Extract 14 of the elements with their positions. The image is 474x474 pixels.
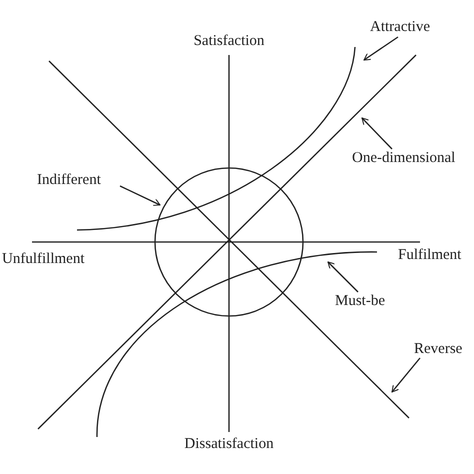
leader-arrow: [328, 262, 358, 292]
axis-label: Dissatisfaction: [184, 435, 274, 453]
leader-arrow: [120, 185, 160, 206]
axis-label: Satisfaction: [194, 32, 264, 50]
axis-label: Unfulfillment: [2, 250, 84, 268]
axis-label: Fulfilment: [398, 246, 462, 264]
category-label: One-dimensional: [352, 149, 456, 167]
category-label: Indifferent: [37, 171, 101, 189]
category-label: Attractive: [370, 18, 430, 36]
leader-arrow: [392, 358, 420, 392]
leader-arrow: [364, 36, 398, 61]
category-label: Reverse: [414, 340, 462, 358]
leader-arrow: [362, 118, 392, 150]
category-label: Must-be: [335, 292, 385, 310]
